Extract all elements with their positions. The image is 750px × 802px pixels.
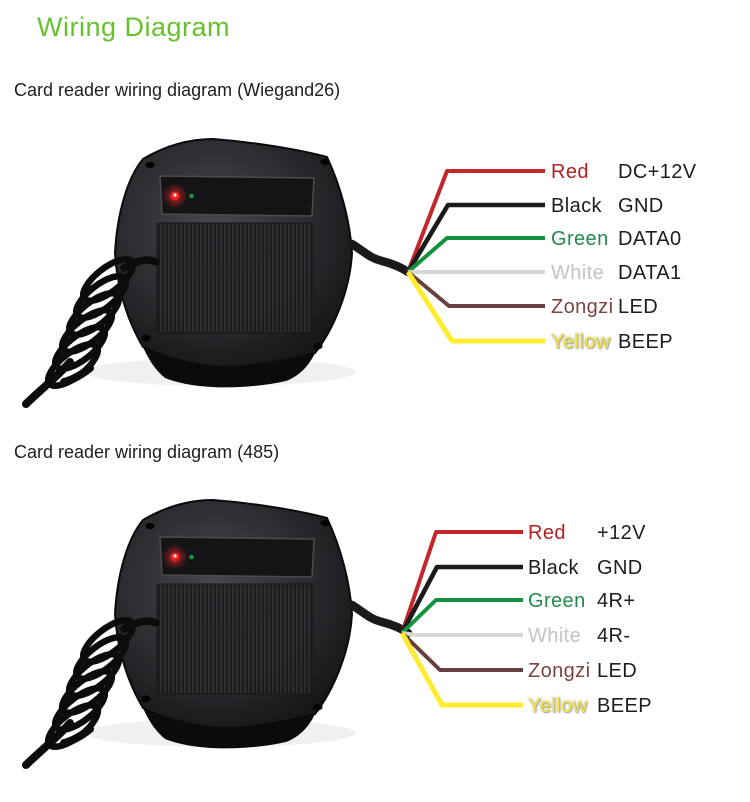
wire-color-label-white: White: [551, 262, 604, 284]
wire-color-label-red: Red: [551, 161, 589, 183]
wire-color-label-green: Green: [528, 590, 586, 612]
wire-color-label-black: Black: [551, 195, 603, 217]
wire-color-label-yellow: Yellow: [528, 695, 588, 717]
page-title: Wiring Diagram: [37, 12, 231, 42]
wire-signal-label-yellow: BEEP: [618, 331, 673, 353]
wire-signal-label-green: 4R+: [597, 590, 635, 612]
wire-line-zongzi: [406, 270, 545, 308]
wire-signal-label-white: DATA1: [618, 262, 682, 284]
wire-signal-label-black: GND: [597, 557, 643, 579]
wire-line-red: [400, 530, 523, 634]
wire-line-yellow: [405, 270, 545, 344]
wire-color-label-white: White: [528, 625, 581, 647]
wire-color-label-yellow: Yellow: [551, 331, 611, 353]
wire-color-label-zongzi: Zongzi: [528, 660, 590, 682]
wire-signal-label-yellow: BEEP: [597, 695, 652, 717]
section-heading-485: Card reader wiring diagram (485): [14, 442, 280, 462]
wire-color-label-green: Green: [551, 228, 609, 250]
wiring-diagram-485: Red Black Green White Zongzi Yellow +12V…: [0, 471, 652, 771]
wire-line-black: [399, 564, 523, 635]
wire-color-label-zongzi: Zongzi: [551, 296, 613, 318]
card-reader-photo: [26, 500, 408, 765]
wire-signal-label-zongzi: LED: [618, 296, 658, 318]
wire-line-green: [400, 598, 523, 635]
wire-signal-label-black: GND: [618, 195, 664, 217]
wiring-diagram-wiegand26: Red Black Green White Zongzi Yellow DC+1…: [0, 110, 697, 410]
card-reader-photo: [26, 139, 408, 404]
wire-signal-label-green: DATA0: [618, 228, 682, 250]
wire-color-label-black: Black: [528, 557, 580, 579]
wire-line-green: [406, 236, 545, 274]
wire-line-yellow: [399, 631, 523, 708]
wire-signal-label-white: 4R-: [597, 625, 630, 647]
wire-line-zongzi: [400, 631, 523, 672]
wire-line-black: [406, 202, 545, 274]
section-heading-wiegand26: Card reader wiring diagram (Wiegand26): [14, 80, 341, 100]
wire-color-label-red: Red: [528, 522, 566, 544]
wire-signal-label-red: +12V: [597, 522, 646, 544]
wire-signal-label-red: DC+12V: [618, 161, 697, 183]
wire-signal-label-zongzi: LED: [597, 660, 637, 682]
wire-line-red: [406, 169, 545, 273]
wire-line-white: [401, 631, 523, 637]
